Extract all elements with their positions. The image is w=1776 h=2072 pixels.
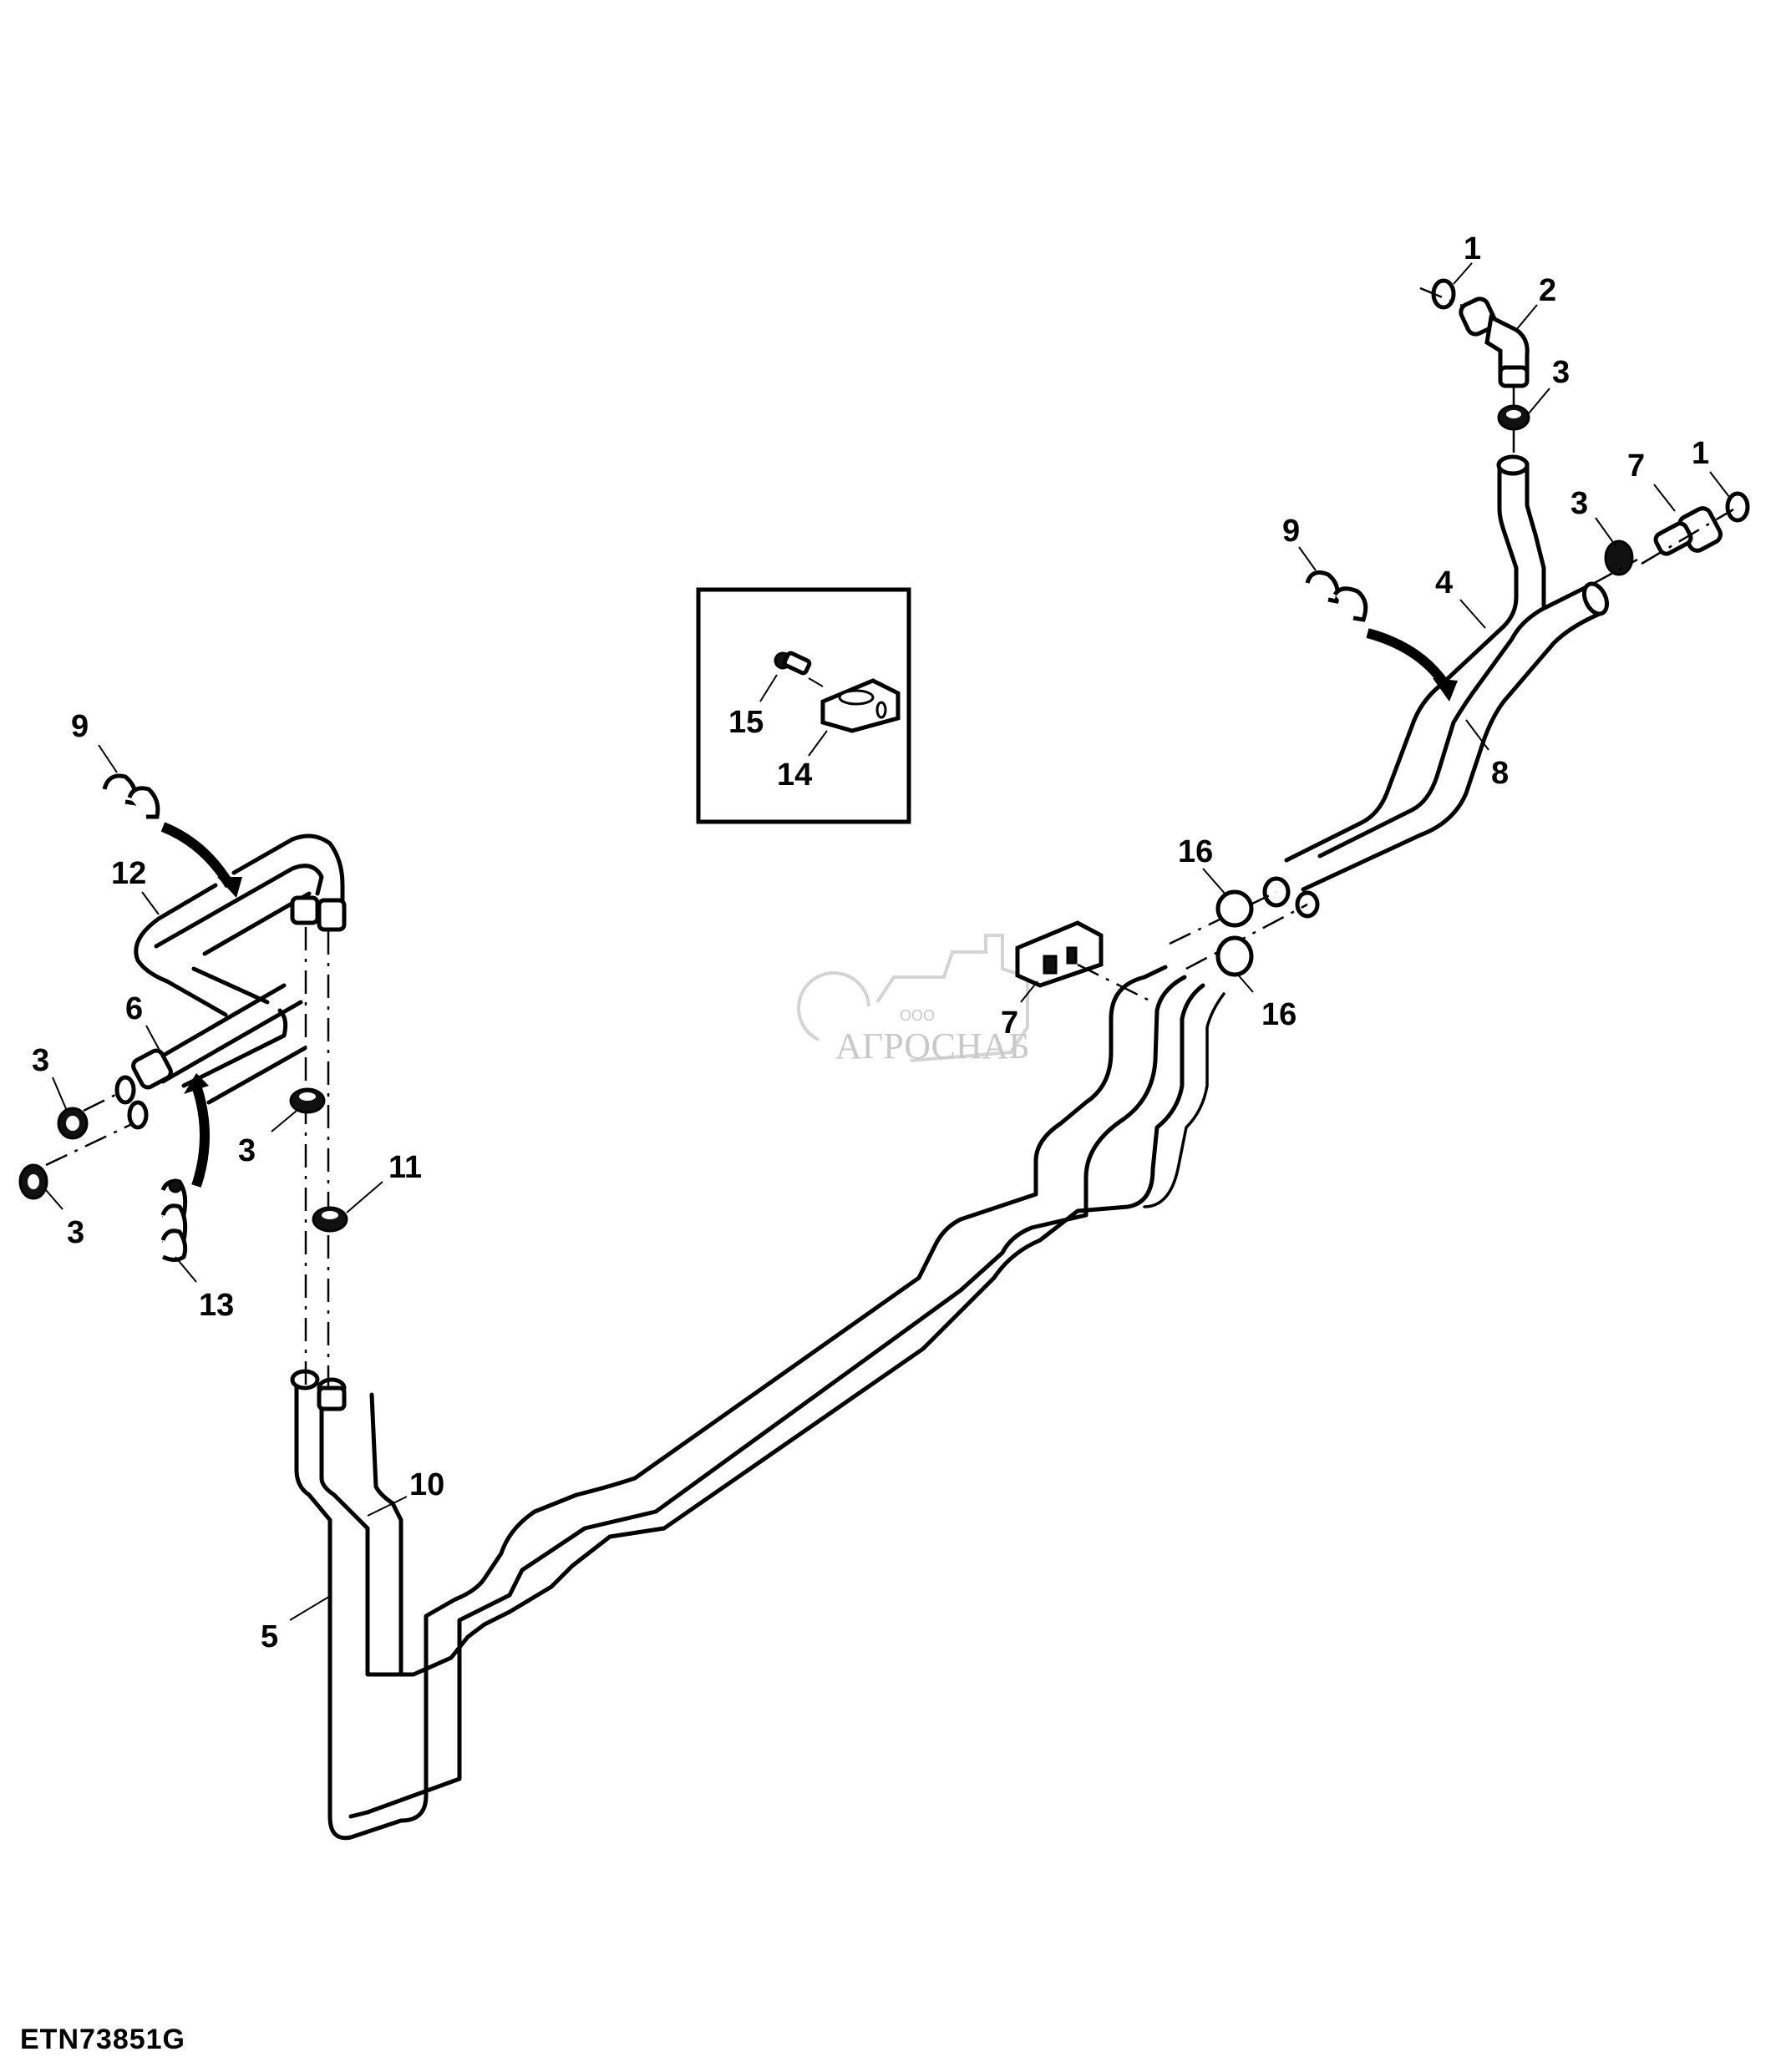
watermark-logo: ООО АГРОСНАБ bbox=[797, 934, 1030, 1066]
callout-16: 16 bbox=[1178, 834, 1213, 869]
callout-14: 14 bbox=[777, 757, 812, 793]
install-arrow-icon bbox=[1366, 628, 1449, 688]
callout-13: 13 bbox=[199, 1288, 234, 1323]
hose-10 bbox=[319, 983, 1225, 1677]
callout-4: 4 bbox=[1435, 565, 1453, 600]
callout-8: 8 bbox=[1491, 756, 1509, 791]
hose-5 bbox=[294, 965, 1187, 1841]
watermark-brand: АГРОСНАБ bbox=[835, 1026, 1030, 1066]
callout-7: 7 bbox=[1627, 448, 1645, 484]
callout-1: 1 bbox=[1464, 231, 1481, 266]
hose-clamp-icon bbox=[1215, 889, 1254, 928]
straight-fitting-icon bbox=[1653, 506, 1723, 556]
hose-12 bbox=[134, 833, 347, 1017]
watermark-combine-icon bbox=[875, 934, 1029, 1062]
o-ring-icon bbox=[1725, 491, 1750, 523]
clip-icon bbox=[102, 773, 160, 819]
callout-5: 5 bbox=[261, 1619, 278, 1654]
bolt-icon bbox=[774, 651, 812, 676]
callout-15: 15 bbox=[728, 705, 764, 740]
callout-3: 3 bbox=[238, 1133, 256, 1168]
callout-3: 3 bbox=[1552, 355, 1570, 390]
callout-12: 12 bbox=[111, 856, 146, 891]
clamp-block-icon bbox=[1015, 920, 1104, 988]
install-arrow-icon bbox=[160, 822, 235, 889]
callout-2: 2 bbox=[1539, 273, 1556, 308]
hose-6 bbox=[114, 983, 307, 1130]
hose-4 bbox=[1284, 454, 1546, 863]
hose-clamp-icon bbox=[1604, 540, 1634, 576]
callout-3: 3 bbox=[32, 1043, 49, 1078]
clip-icon bbox=[1305, 570, 1368, 622]
callout-6: 6 bbox=[125, 991, 143, 1026]
callout-labels: 1 2 3 1 7 3 9 4 8 15 14 9 12 6 3 3 3 3 1… bbox=[32, 231, 1709, 1654]
watermark-prefix: ООО bbox=[900, 1007, 935, 1024]
detail-inset bbox=[696, 587, 911, 824]
watermark-gear-icon bbox=[797, 971, 870, 1041]
callout-1: 1 bbox=[1692, 436, 1709, 471]
callout-9: 9 bbox=[71, 709, 89, 744]
elbow-fitting-icon bbox=[1459, 296, 1530, 388]
figure-id: ETN73851G bbox=[20, 2024, 185, 2055]
callout-16: 16 bbox=[1261, 997, 1296, 1032]
clamp-block-icon bbox=[820, 678, 901, 733]
callout-3: 3 bbox=[67, 1215, 84, 1250]
install-arrow-icon bbox=[191, 1084, 210, 1188]
callout-7: 7 bbox=[1001, 1006, 1018, 1041]
callout-11: 11 bbox=[388, 1150, 422, 1185]
hose-8 bbox=[1301, 581, 1610, 892]
clip-icon bbox=[160, 1178, 188, 1262]
callout-3: 3 bbox=[1570, 486, 1588, 521]
callout-10: 10 bbox=[409, 1467, 444, 1502]
hose-clamp-icon bbox=[1215, 935, 1254, 977]
callout-9: 9 bbox=[1282, 514, 1300, 549]
